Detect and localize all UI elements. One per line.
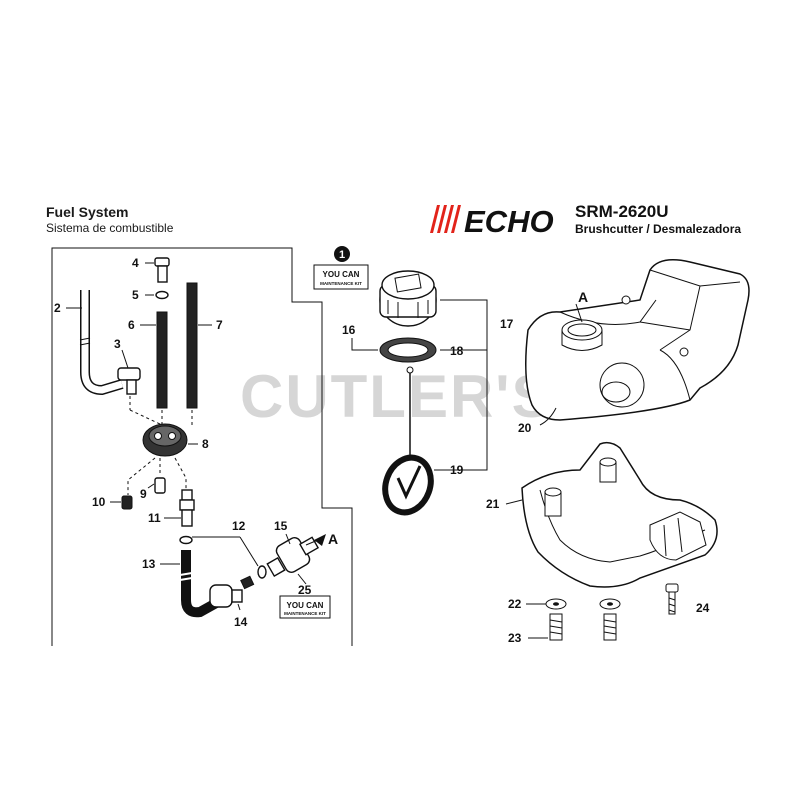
maintenance-kit-badge-top: 1 YOU CAN MAINTENANCE KIT [313,246,369,290]
ref-a-primer: A [328,531,338,547]
part-17-fuel-cap [379,270,437,327]
label-part-17: 17 [500,317,514,331]
part-11-fitting [179,489,195,527]
ref-a-tank: A [578,289,588,305]
label-part-9: 9 [140,487,147,501]
svg-text:MAINTENANCE KIT: MAINTENANCE KIT [320,281,362,286]
label-part-22: 22 [508,597,522,611]
echo-logo: ECHO [430,204,554,237]
label-part-11: 11 [148,511,161,525]
part-10-plug [121,495,133,510]
maintenance-kit-badge-bottom: YOU CAN MAINTENANCE KIT [279,595,331,619]
label-part-18: 18 [450,344,464,358]
part-19-tether [382,366,434,516]
label-part-10: 10 [92,495,106,509]
label-part-5: 5 [132,288,139,302]
part-13-fuel-line [181,550,221,618]
brand-name: ECHO [464,204,554,237]
part-22-washers [545,598,621,610]
svg-text:YOU CAN: YOU CAN [287,601,324,610]
label-part-20: 20 [518,421,532,435]
label-part-6: 6 [128,318,135,332]
product-name: Brushcutter / Desmalezadora [575,222,742,236]
watermark: CUTLER'S [240,363,554,430]
label-part-19: 19 [450,463,464,477]
arrow-to-a [314,534,326,546]
part-6-tube [156,311,168,409]
label-part-15: 15 [274,519,288,533]
part-21-tank-bracket [521,441,718,588]
part-7-tube [186,282,198,409]
label-part-4: 4 [132,256,139,270]
part-8-grommet [142,423,188,457]
group-boundary [51,247,353,646]
svg-text:MAINTENANCE KIT: MAINTENANCE KIT [284,611,326,616]
part-24-screw [665,583,679,615]
section-subtitle: Sistema de combustible [46,221,174,235]
label-part-24: 24 [696,601,710,615]
label-part-2: 2 [54,301,61,315]
label-part-12: 12 [232,519,246,533]
part-14-fitting [209,575,255,608]
label-part-7: 7 [216,318,223,332]
label-part-16: 16 [342,323,356,337]
part-20-fuel-tank [525,259,750,421]
part-4-cap [154,257,170,283]
model-number: SRM-2620U [575,202,669,221]
label-part-3: 3 [114,337,121,351]
part-9-plug [154,477,166,494]
label-part-25: 25 [298,583,312,597]
section-title: Fuel System [46,204,129,220]
label-part-14: 14 [234,615,248,629]
part-5-ring [155,290,169,300]
part-3-elbow [117,367,141,395]
label-part-21: 21 [486,497,500,511]
svg-text:YOU CAN: YOU CAN [323,270,360,279]
svg-text:1: 1 [339,249,345,261]
label-part-8: 8 [202,437,209,451]
part-18-gasket [379,337,437,363]
part-12-ring-b [257,565,267,579]
part-23-bolts [549,613,617,641]
label-part-13: 13 [142,557,156,571]
label-part-23: 23 [508,631,522,645]
part-12-ring-a [179,535,193,545]
part-15-primer [266,536,320,578]
